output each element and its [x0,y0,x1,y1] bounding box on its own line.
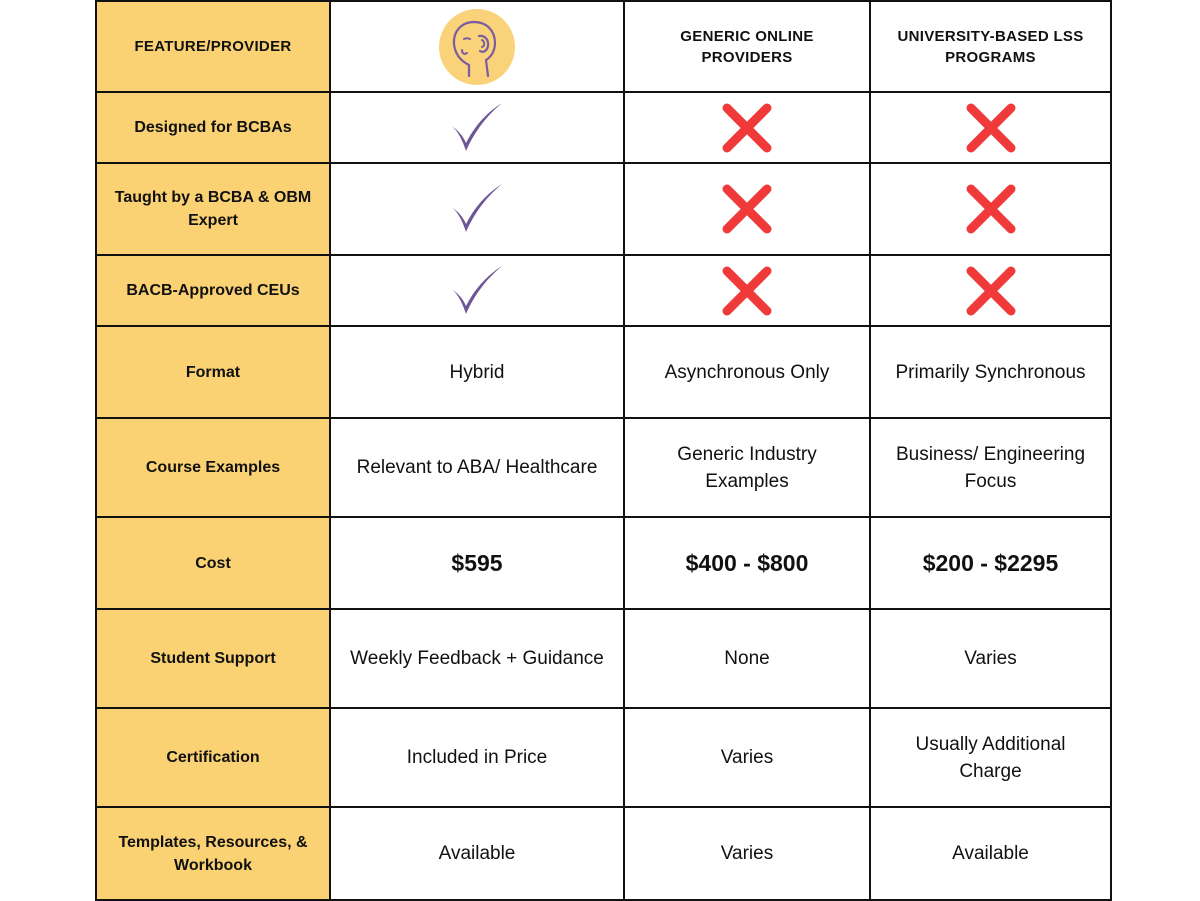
cross-icon [965,102,1017,154]
row-certification: Certification Included in Price Varies U… [95,707,1112,808]
university-cell: Available [869,806,1112,901]
feature-label: Cost [95,516,331,610]
row-taught-by-expert: Taught by a BCBA & OBM Expert [95,162,1112,256]
row-designed-for-bcbas: Designed for BCBAs [95,91,1112,164]
university-cell [869,254,1112,327]
check-icon [447,261,507,321]
check-icon [447,179,507,239]
generic-price: $400 - $800 [623,516,871,610]
feature-label: BACB-Approved CEUs [95,254,331,327]
ours-price: $595 [329,516,625,610]
generic-cell: Asynchronous Only [623,325,871,419]
feature-label: Student Support [95,608,331,709]
comparison-table: FEATURE/PROVIDER GENERIC ONLINE PROVIDER… [95,0,1112,901]
cross-icon [965,183,1017,235]
ours-cell: Included in Price [329,707,625,808]
feature-label: Designed for BCBAs [95,91,331,164]
university-cell: Varies [869,608,1112,709]
cross-icon [721,183,773,235]
university-cell: Business/ Engineering Focus [869,417,1112,518]
generic-cell [623,254,871,327]
row-course-examples: Course Examples Relevant to ABA/ Healthc… [95,417,1112,518]
comparison-chart: FEATURE/PROVIDER GENERIC ONLINE PROVIDER… [95,0,1112,901]
feature-label: Templates, Resources, & Workbook [95,806,331,901]
generic-cell: Varies [623,806,871,901]
feature-provider-header: FEATURE/PROVIDER [95,0,331,93]
feature-label: Format [95,325,331,419]
cross-icon [721,102,773,154]
generic-cell: None [623,608,871,709]
cross-icon [721,265,773,317]
brand-header-cell [329,0,625,93]
header-row: FEATURE/PROVIDER GENERIC ONLINE PROVIDER… [95,0,1112,93]
ours-cell: Relevant to ABA/ Healthcare [329,417,625,518]
ours-cell: Weekly Feedback + Guidance [329,608,625,709]
provider-university-header: UNIVERSITY-BASED LSS PROGRAMS [869,0,1112,93]
ours-cell [329,162,625,256]
generic-cell: Varies [623,707,871,808]
generic-cell [623,91,871,164]
ours-cell: Available [329,806,625,901]
row-templates-resources: Templates, Resources, & Workbook Availab… [95,806,1112,901]
university-cell [869,91,1112,164]
cross-icon [965,265,1017,317]
university-cell [869,162,1112,256]
row-student-support: Student Support Weekly Feedback + Guidan… [95,608,1112,709]
check-icon [447,98,507,158]
university-cell: Primarily Synchronous [869,325,1112,419]
university-price: $200 - $2295 [869,516,1112,610]
row-format: Format Hybrid Asynchronous Only Primaril… [95,325,1112,419]
ours-cell: Hybrid [329,325,625,419]
ours-cell [329,91,625,164]
head-profile-icon [439,8,515,85]
feature-label: Taught by a BCBA & OBM Expert [95,162,331,256]
feature-label: Course Examples [95,417,331,518]
row-bacb-ceus: BACB-Approved CEUs [95,254,1112,327]
university-cell: Usually Additional Charge [869,707,1112,808]
generic-cell [623,162,871,256]
provider-generic-header: GENERIC ONLINE PROVIDERS [623,0,871,93]
ours-cell [329,254,625,327]
row-cost: Cost $595 $400 - $800 $200 - $2295 [95,516,1112,610]
feature-label: Certification [95,707,331,808]
generic-cell: Generic Industry Examples [623,417,871,518]
